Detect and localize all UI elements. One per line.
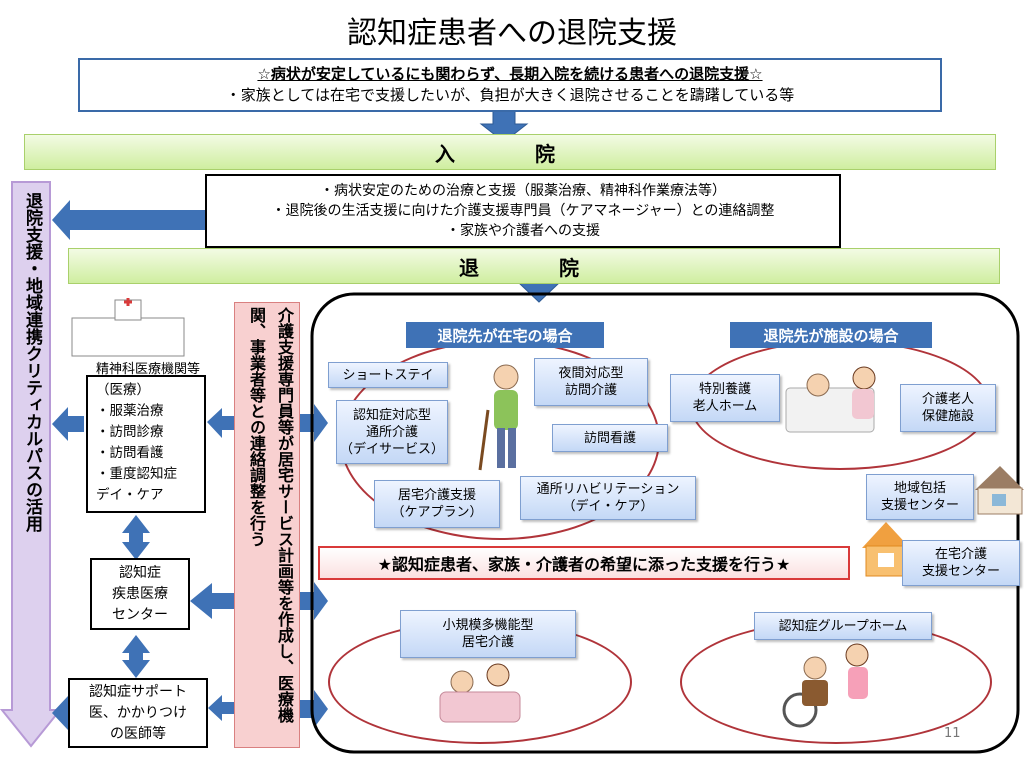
left-vertical-label: 退院支援・地域連携クリティカルパスの活用 xyxy=(22,192,42,532)
hospital-line1: ・病状安定のための治療と支援（服薬治療、精神科作業療法等） xyxy=(320,183,726,199)
top-situation-box: ☆病状が安定しているにも関わらず、長期入院を続ける患者への退院支援☆ ・家族とし… xyxy=(78,58,942,112)
special-nursing-line-0: 特別養護 xyxy=(698,382,751,397)
night-visit-box: 夜間対応型 訪問介護 xyxy=(534,358,648,406)
purple-down-arrow xyxy=(0,181,63,748)
health-facility-line-1: 保健施設 xyxy=(921,409,974,424)
medical-line-5: デイ・ケア xyxy=(96,487,164,503)
community-center-box: 地域包括 支援センター xyxy=(866,474,974,520)
right-arrow-2 xyxy=(300,582,328,620)
hospital-line3: ・家族や介護者への支援 xyxy=(446,223,600,239)
center-line-0: 認知症 xyxy=(119,564,161,581)
support-line-1: 医、かかりつけ xyxy=(88,704,188,721)
care-plan-line-0: 居宅介護支援 xyxy=(397,488,476,503)
left-arrow-hospital xyxy=(52,200,205,240)
special-nursing-line-1: 老人ホーム xyxy=(692,399,758,414)
double-arrow-1 xyxy=(122,515,150,560)
hospital-line2: ・退院後の生活支援に向けた介護支援専門員（ケアマネージャー）との連絡調整 xyxy=(271,203,775,219)
support-doctor-box: 認知症サポート 医、かかりつけ の医師等 xyxy=(68,678,208,748)
rehab-line-0: 通所リハビリテーション xyxy=(536,482,680,497)
health-facility-box: 介護老人 保健施設 xyxy=(900,384,996,432)
discharge-band: 退 院 xyxy=(68,248,1000,284)
rehab-box: 通所リハビリテーション （デイ・ケア） xyxy=(520,476,696,520)
right-arrow-3 xyxy=(300,690,328,728)
day-service-line-1: 通所介護 xyxy=(365,424,418,440)
page-number: 11 xyxy=(944,726,961,741)
medical-line-1: ・服薬治療 xyxy=(96,403,164,419)
care-plan-line-1: （ケアプラン） xyxy=(391,505,483,520)
group-home-box: 認知症グループホーム xyxy=(754,612,932,640)
support-line-0: 認知症サポート xyxy=(89,683,187,700)
right-arrow-1 xyxy=(300,404,328,442)
top-box-line2: ・家族としては在宅で支援したいが、負担が大きく退院させることを躊躇している等 xyxy=(225,86,795,104)
care-plan-box: 居宅介護支援 （ケアプラン） xyxy=(374,480,500,528)
night-visit-line-1: 訪問介護 xyxy=(564,383,617,398)
services-container xyxy=(310,292,1020,754)
visit-nursing-box: 訪問看護 xyxy=(552,424,668,452)
community-line-0: 地域包括 xyxy=(893,481,946,496)
community-line-1: 支援センター xyxy=(880,498,959,513)
house-icon-1 xyxy=(975,466,1024,515)
day-service-line-0: 認知症対応型 xyxy=(352,407,431,423)
left-arrow-medical xyxy=(52,407,84,441)
care-manager-box: 介護支援専門員等が居宅サービス計画等を作成し、医療機関、事業者等との連絡調整を行… xyxy=(234,302,300,748)
hospital-icon xyxy=(71,298,185,357)
down-arrow-1 xyxy=(479,109,529,143)
center-line-2: センター xyxy=(112,606,168,623)
left-arrow-cm-1 xyxy=(207,408,234,438)
facility-header: 退院先が施設の場合 xyxy=(730,322,932,348)
day-service-line-2: （デイサービス） xyxy=(339,441,444,457)
left-arrow-cm-3 xyxy=(208,695,234,721)
dementia-center-box: 認知症 疾患医療 センター xyxy=(90,558,190,630)
health-facility-line-0: 介護老人 xyxy=(921,392,974,407)
rehab-line-1: （デイ・ケア） xyxy=(562,499,654,514)
left-arrow-cm-2 xyxy=(190,583,234,619)
psych-label: 精神科医療機関等 xyxy=(96,362,201,377)
double-arrow-2 xyxy=(122,635,150,678)
medical-box: （医療） ・服薬治療 ・訪問診療 ・訪問看護 ・重度認知症 デイ・ケア xyxy=(86,375,206,513)
home-care-line-0: 在宅介護 xyxy=(934,547,987,562)
admission-band: 入 院 xyxy=(24,134,996,170)
medical-line-3: ・訪問看護 xyxy=(96,445,164,461)
small-multi-line-0: 小規模多機能型 xyxy=(442,618,534,633)
top-box-line1: ☆病状が安定しているにも関わらず、長期入院を続ける患者への退院支援☆ xyxy=(257,65,763,83)
medical-line-0: （医療） xyxy=(96,382,150,398)
hospital-support-box: ・病状安定のための治療と支援（服薬治療、精神科作業療法等） ・退院後の生活支援に… xyxy=(205,174,841,248)
care-manager-text: 介護支援専門員等が居宅サービス計画等を作成し、医療機関、事業者等との連絡調整を行… xyxy=(247,307,294,723)
special-nursing-box: 特別養護 老人ホーム xyxy=(670,374,780,422)
short-stay-box: ショートステイ xyxy=(328,362,448,388)
house-icon-2 xyxy=(862,522,910,577)
medical-line-2: ・訪問診療 xyxy=(96,424,164,440)
medical-line-4: ・重度認知症 xyxy=(96,466,177,482)
home-care-center-box: 在宅介護 支援センター xyxy=(902,540,1020,586)
small-multi-box: 小規模多機能型 居宅介護 xyxy=(400,610,576,658)
small-multi-line-1: 居宅介護 xyxy=(461,635,514,650)
page-title: 認知症患者への退院支援 xyxy=(347,16,677,51)
center-line-1: 疾患医療 xyxy=(112,585,168,602)
support-banner: ★認知症患者、家族・介護者の希望に添った支援を行う★ xyxy=(318,546,850,580)
home-care-line-1: 支援センター xyxy=(921,564,1000,579)
day-service-box: 認知症対応型 通所介護 （デイサービス） xyxy=(336,400,448,464)
support-line-2: の医師等 xyxy=(110,725,166,742)
night-visit-line-0: 夜間対応型 xyxy=(558,366,624,381)
home-header: 退院先が在宅の場合 xyxy=(406,322,604,348)
